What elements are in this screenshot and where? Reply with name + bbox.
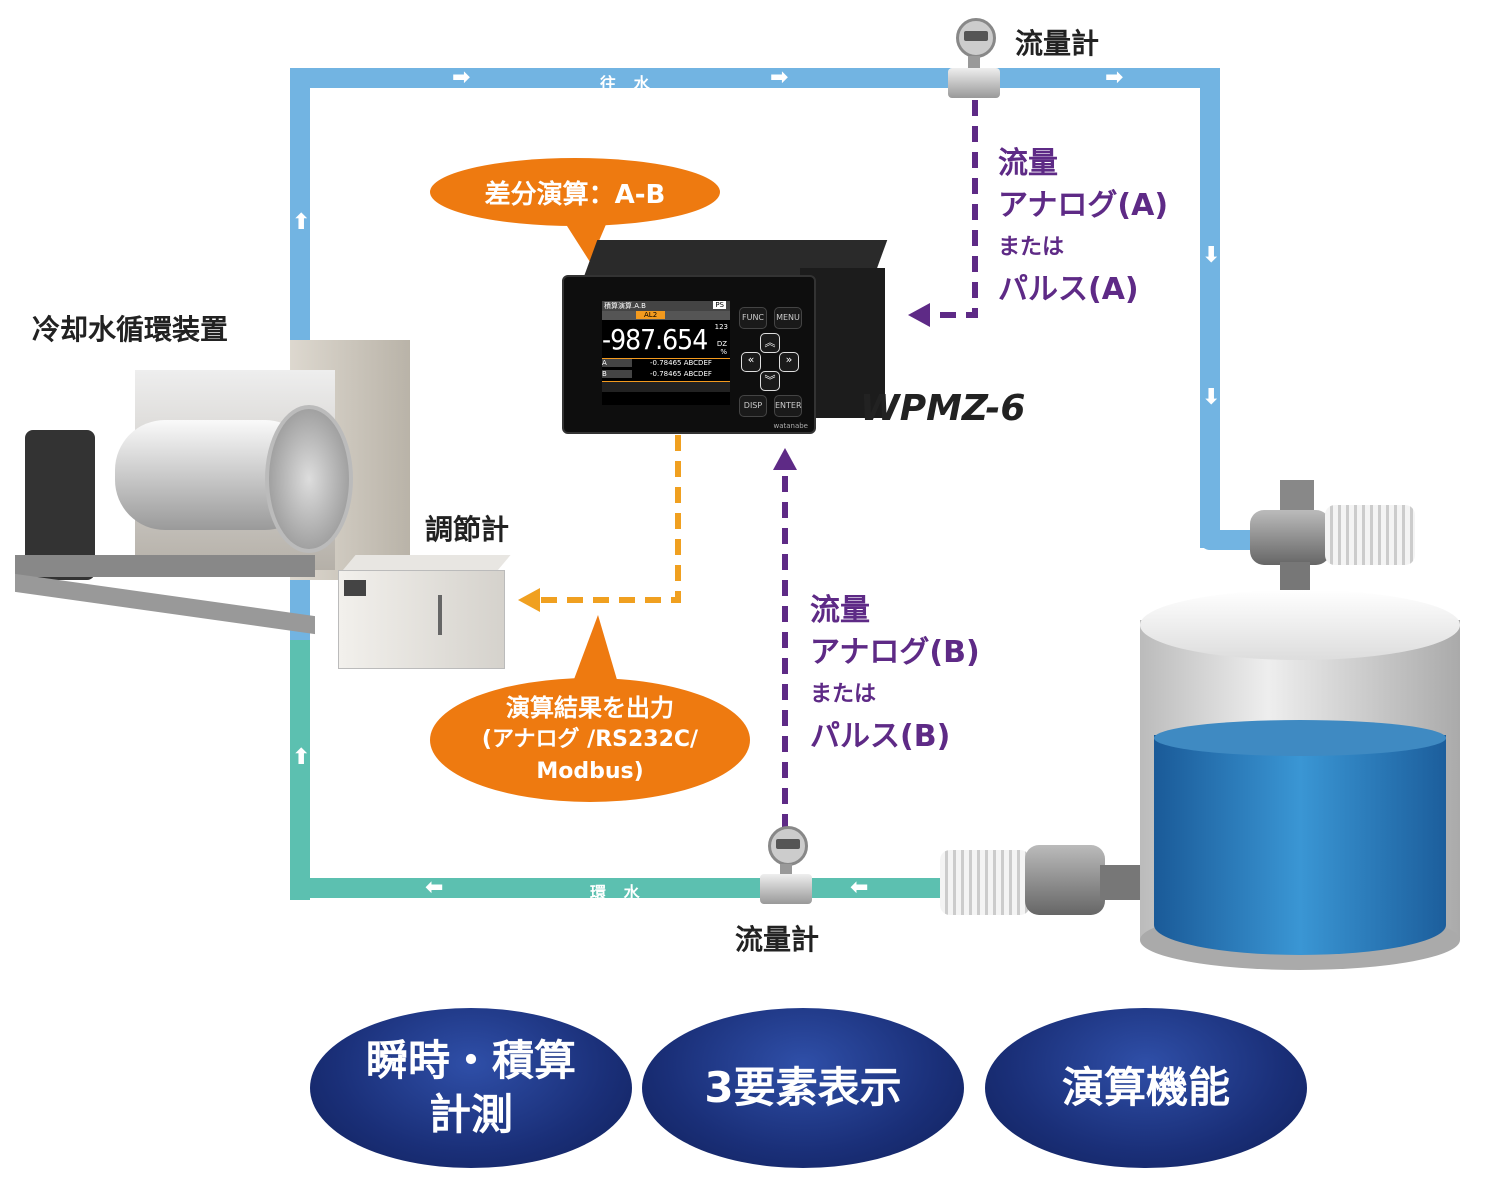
row-a-value: -0.78465 ABCDEF bbox=[650, 359, 712, 367]
return-pipe-left bbox=[290, 640, 310, 900]
output-arrowhead bbox=[518, 588, 540, 612]
enter-button[interactable]: ENTER bbox=[774, 395, 802, 417]
up-button[interactable]: ︽ bbox=[760, 333, 780, 353]
signal-b-label: 流量 アナログ(B) または パルス(B) bbox=[810, 590, 980, 758]
row-b-label: B bbox=[602, 370, 632, 378]
tank-water bbox=[1154, 735, 1446, 955]
flow-arrow-right-icon: ➡ bbox=[452, 65, 471, 90]
row-a-label: A bbox=[602, 359, 632, 367]
flow-arrow-down-icon: ⬇ bbox=[1202, 385, 1221, 410]
menu-button[interactable]: MENU bbox=[774, 307, 802, 329]
main-value: -987.654 bbox=[602, 323, 708, 356]
brand-logo: watanabe bbox=[773, 422, 808, 430]
pump-top bbox=[1230, 480, 1430, 590]
signal-a-line2: アナログ(A) bbox=[998, 188, 1169, 223]
controller-illustration bbox=[338, 555, 511, 669]
unit1: DZ bbox=[716, 340, 727, 348]
signal-b-arrowhead bbox=[773, 448, 797, 470]
output-callout-line2: (アナログ /RS232C/ bbox=[481, 727, 699, 752]
supply-label: 往 水 bbox=[600, 74, 656, 93]
flow-arrow-right-icon: ➡ bbox=[1105, 65, 1124, 90]
left-button[interactable]: « bbox=[741, 352, 761, 372]
signal-a-line4: パルス(A) bbox=[998, 272, 1139, 307]
right-button[interactable]: » bbox=[779, 352, 799, 372]
output-callout-line1: 演算結果を出力 bbox=[506, 694, 674, 722]
feature-measurement-line2: 計測 bbox=[428, 1090, 513, 1139]
output-callout: 演算結果を出力 (アナログ /RS232C/ Modbus) bbox=[430, 678, 750, 802]
flow-arrow-left-icon: ⬅ bbox=[425, 875, 444, 900]
signal-b-line1: 流量 bbox=[810, 593, 870, 628]
signal-b-line4: パルス(B) bbox=[810, 719, 951, 754]
signal-a-line1: 流量 bbox=[998, 146, 1058, 181]
unit2: % bbox=[720, 348, 727, 356]
cooling-unit-label: 冷却水循環装置 bbox=[32, 313, 229, 346]
diff-callout: 差分演算：A-B bbox=[430, 158, 720, 226]
pump-bottom bbox=[940, 835, 1140, 935]
flowmeter-bottom-label: 流量計 bbox=[735, 923, 820, 956]
return-label: 環 水 bbox=[590, 883, 646, 902]
feature-measurement: 瞬時・積算 計測 bbox=[310, 1008, 632, 1168]
signal-a-line3: または bbox=[998, 235, 1065, 260]
screen-title: 積算演算.A.B bbox=[604, 302, 646, 310]
signal-a-arrowhead bbox=[908, 303, 930, 327]
wpmz6-front: 積算演算.A.B PS AL2 -987.654 123 DZ % A -0.784… bbox=[562, 275, 816, 434]
flowmeter-top-label: 流量計 bbox=[1015, 27, 1100, 60]
cooling-unit-illustration bbox=[15, 340, 415, 650]
controller-label: 調節計 bbox=[425, 513, 510, 546]
feature-3-element-display: 3要素表示 bbox=[642, 1008, 964, 1168]
flow-arrow-right-icon: ➡ bbox=[770, 65, 789, 90]
flow-arrow-up-icon: ⬆ bbox=[292, 745, 311, 770]
wpmz6-screen: 積算演算.A.B PS AL2 -987.654 123 DZ % A -0.784… bbox=[602, 301, 730, 405]
feature-calculation-text: 演算機能 bbox=[1061, 1063, 1230, 1112]
flow-arrow-down-icon: ⬇ bbox=[1202, 243, 1221, 268]
diff-callout-text: 差分演算：A-B bbox=[484, 179, 666, 210]
tank bbox=[1140, 590, 1460, 970]
model-name: WPMZ-6 bbox=[860, 388, 1026, 429]
row-b-value: -0.78465 ABCDEF bbox=[650, 370, 712, 378]
output-callout-line3: Modbus) bbox=[536, 759, 644, 784]
signal-a-label: 流量 アナログ(A) または パルス(A) bbox=[998, 143, 1168, 311]
func-button[interactable]: FUNC bbox=[739, 307, 767, 329]
supply-pipe-right bbox=[1200, 68, 1220, 548]
disp-button[interactable]: DISP bbox=[739, 395, 767, 417]
flow-arrow-up-icon: ⬆ bbox=[292, 210, 311, 235]
flow-arrow-left-icon: ⬅ bbox=[850, 875, 869, 900]
feature-display-text: 3要素表示 bbox=[704, 1063, 902, 1112]
down-button[interactable]: ︾ bbox=[760, 371, 780, 391]
signal-b-line3: または bbox=[810, 682, 877, 707]
screen-badge: PS bbox=[713, 301, 726, 309]
signal-b-line2: アナログ(B) bbox=[810, 635, 980, 670]
feature-measurement-line1: 瞬時・積算 bbox=[365, 1036, 576, 1085]
supply-pipe-to-pump bbox=[1200, 530, 1250, 550]
alarm-indicator: AL2 bbox=[636, 311, 666, 319]
counter-value: 123 bbox=[714, 323, 728, 331]
feature-calculation: 演算機能 bbox=[985, 1008, 1307, 1168]
